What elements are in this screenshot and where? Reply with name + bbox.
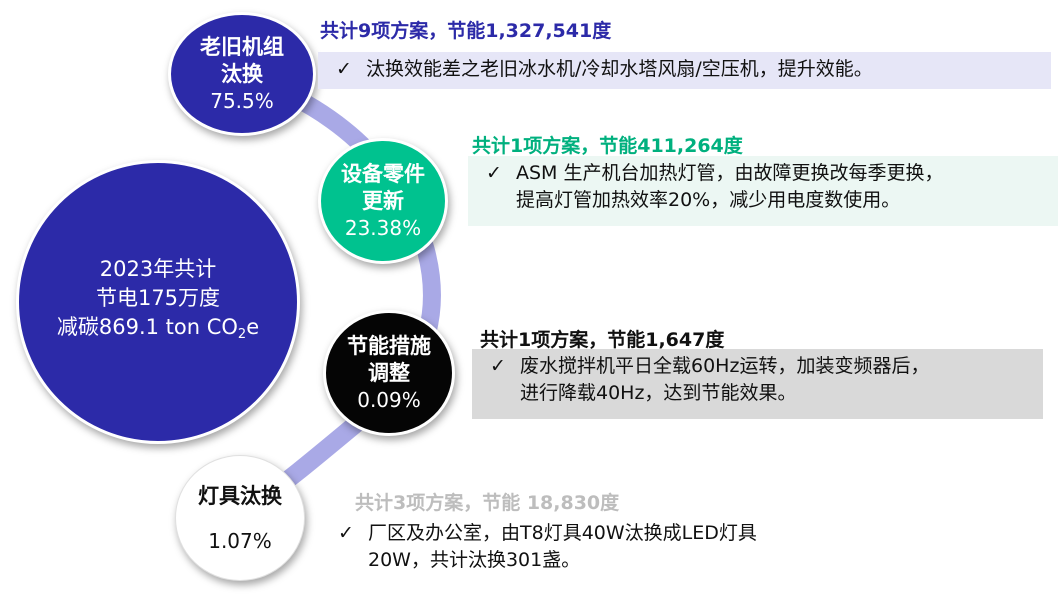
category-circle-parts-update: 设备零件 更新 23.38% <box>318 138 448 264</box>
detail-text: 厂区及办公室，由T8灯具40W汰换成LED灯具 20W，共计汰换301盏。 <box>368 522 757 571</box>
summary-circle: 2023年共计 节电175万度 减碳869.1 ton CO2e <box>16 160 300 444</box>
category-circle-lighting: 灯具汰换 1.07% <box>175 455 305 581</box>
detail-text: ASM 生产机台加热灯管，由故障更换改每季更换， 提高灯管加热效率20%，减少用… <box>516 162 944 211</box>
category-label: 老旧机组 汰换 <box>200 35 284 86</box>
category-percent: 1.07% <box>208 528 272 553</box>
summary-carbon: 减碳869.1 ton CO2e <box>56 315 260 342</box>
summary-year: 2023年共计 <box>99 257 217 281</box>
detail-box-old-units: ✓ 汰换效能差之老旧冰水机/冷却水塔风扇/空压机，提升效能。 <box>318 52 1051 89</box>
heading-old-units: 共计9项方案，节能1,327,541度 <box>320 20 612 42</box>
check-icon: ✓ <box>490 355 506 377</box>
category-percent: 75.5% <box>210 89 274 113</box>
heading-parts-update: 共计1项方案，节能411,264度 <box>472 135 743 157</box>
category-circle-old-units: 老旧机组 汰换 75.5% <box>168 12 316 136</box>
detail-text: 废水搅拌机平日全载60Hz运转，加装变频器后， 进行降载40Hz，达到节能效果。 <box>520 355 930 404</box>
detail-box-parts-update: ✓ ASM 生产机台加热灯管，由故障更换改每季更换， 提高灯管加热效率20%，减… <box>468 156 1058 226</box>
detail-box-lighting: ✓ 厂区及办公室，由T8灯具40W汰换成LED灯具 20W，共计汰换301盏。 <box>328 516 848 582</box>
category-label: 节能措施 调整 <box>347 334 431 385</box>
detail-box-measure-adjust: ✓ 废水搅拌机平日全载60Hz运转，加装变频器后， 进行降载40Hz，达到节能效… <box>472 349 1043 419</box>
summary-electricity: 节电175万度 <box>95 286 221 310</box>
category-percent: 0.09% <box>357 388 421 412</box>
category-label: 灯具汰换 <box>198 483 282 508</box>
category-circle-measure-adjust: 节能措施 调整 0.09% <box>323 310 455 436</box>
category-percent: 23.38% <box>344 216 422 240</box>
check-icon: ✓ <box>336 58 352 80</box>
heading-lighting: 共计3项方案，节能 18,830度 <box>355 492 620 514</box>
category-label: 设备零件 更新 <box>341 162 425 213</box>
detail-text: 汰换效能差之老旧冰水机/冷却水塔风扇/空压机，提升效能。 <box>366 58 873 80</box>
check-icon: ✓ <box>486 162 502 184</box>
heading-measure-adjust: 共计1项方案，节能1,647度 <box>480 329 725 351</box>
check-icon: ✓ <box>338 522 354 544</box>
